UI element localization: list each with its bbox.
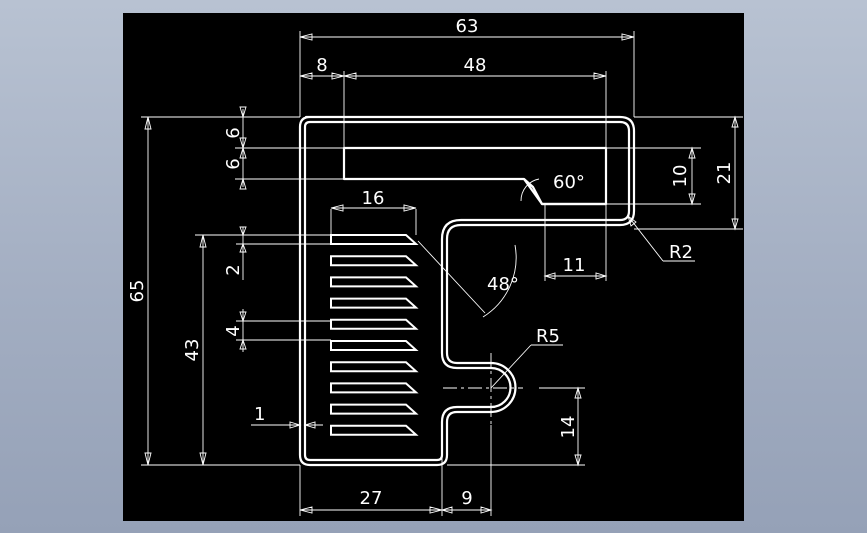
dim-14-label: 14 xyxy=(558,416,579,439)
dim-r5-label: R5 xyxy=(536,326,560,347)
dim-27-9: 27 9 xyxy=(299,422,493,516)
dim-8-label: 8 xyxy=(316,55,327,76)
dim-21: 21 xyxy=(634,115,743,231)
dim-r5: R5 xyxy=(443,326,563,425)
dim-4-label: 4 xyxy=(223,325,244,336)
dim-16-label: 16 xyxy=(362,188,385,209)
dim-21-label: 21 xyxy=(714,162,735,185)
dim-14: 14 xyxy=(447,386,585,467)
dim-2-label: 2 xyxy=(223,264,244,275)
dim-48-label: 48 xyxy=(464,55,487,76)
comb-slot xyxy=(330,382,419,394)
dim-11: 11 xyxy=(543,204,608,281)
dim-9-label: 9 xyxy=(461,488,472,509)
comb-slots xyxy=(330,234,419,436)
dim-10: 10 xyxy=(606,146,701,206)
dim-6-6: 6 6 xyxy=(223,106,344,190)
dim-r2-label: R2 xyxy=(669,242,693,263)
dim-48deg: 48° xyxy=(417,240,519,318)
upper-slot xyxy=(342,146,608,206)
dim-43: 43 xyxy=(182,234,331,466)
cad-viewport[interactable]: 63 8 48 6 6 16 60° 10 xyxy=(123,13,744,521)
dim-16: 16 xyxy=(330,188,417,235)
dim-63-label: 63 xyxy=(456,16,479,37)
dim-r2: R2 xyxy=(627,214,695,263)
dim-8-48: 8 48 xyxy=(299,55,607,148)
dim-60deg-label: 60° xyxy=(553,172,585,193)
part-outline-outer xyxy=(298,115,636,467)
dim-27-label: 27 xyxy=(360,488,383,509)
dim-6-top-label: 6 xyxy=(223,127,244,138)
comb-slot xyxy=(330,361,419,373)
dim-65-label: 65 xyxy=(127,280,148,303)
comb-slot xyxy=(330,297,419,309)
dim-48deg-label: 48° xyxy=(487,274,519,295)
dim-2: 2 xyxy=(223,226,331,280)
part-outline-inner xyxy=(303,120,631,462)
comb-slot xyxy=(330,234,419,245)
dim-1-label: 1 xyxy=(254,404,265,425)
dim-10-label: 10 xyxy=(670,165,691,188)
dim-1: 1 xyxy=(251,404,323,429)
comb-slot xyxy=(330,276,419,288)
dim-6-slot-label: 6 xyxy=(223,158,244,169)
comb-slot xyxy=(330,255,419,267)
comb-slot xyxy=(330,403,419,415)
comb-slot xyxy=(330,424,419,436)
dim-43-label: 43 xyxy=(182,339,203,362)
comb-slot xyxy=(330,318,419,330)
slot-angle-cut xyxy=(523,178,606,206)
dim-60deg: 60° xyxy=(520,172,585,202)
dim-11-label: 11 xyxy=(563,255,586,276)
dim-65: 65 xyxy=(127,116,300,466)
comb-slot xyxy=(330,340,419,351)
dim-63: 63 xyxy=(299,16,635,117)
technical-drawing: 63 8 48 6 6 16 60° 10 xyxy=(127,16,743,516)
dim-4: 4 xyxy=(223,309,331,352)
